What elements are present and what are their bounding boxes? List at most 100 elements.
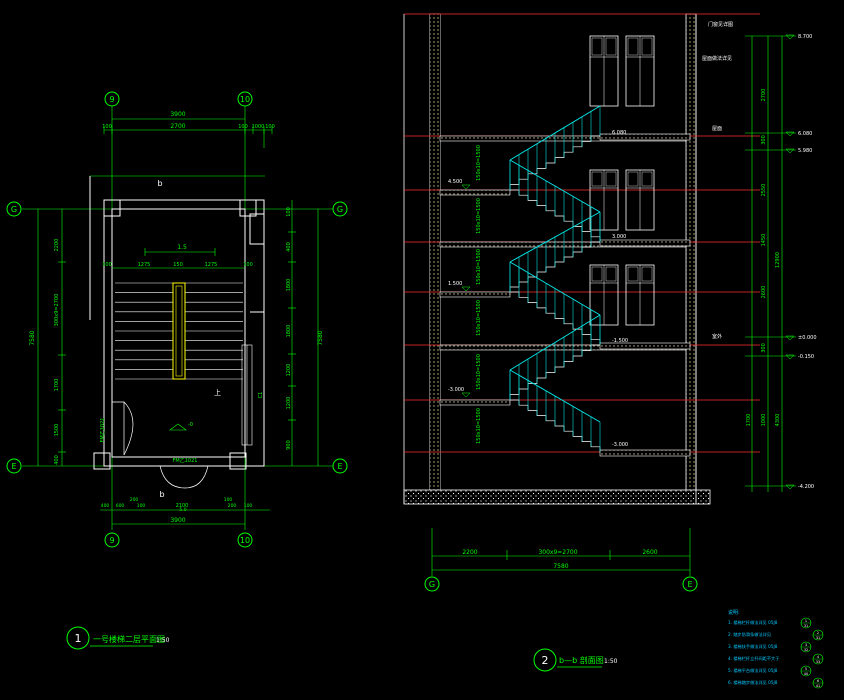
axis-label: 10 (240, 536, 250, 545)
axis-bubble-10-top: 10 (237, 91, 253, 107)
section-title-text: b—b 剖面图 (559, 655, 604, 665)
stair-handrail-inner (175, 285, 183, 377)
dim-text: 1700 (54, 379, 60, 392)
section-right-elevation-column (751, 36, 783, 492)
axis-bubble-G-right: G (332, 201, 348, 217)
window-pane (605, 37, 617, 56)
axis-bubble-G-section: G (424, 576, 440, 592)
elevation-label-inner: 6.080 (612, 130, 626, 136)
elevation-triangle (461, 184, 471, 190)
flight-height-label: 150x10=1500 (476, 408, 482, 444)
elevation-label-right: -4.200 (798, 484, 814, 490)
notes-heading: 说明: (728, 609, 740, 616)
dim-text: 2600 (642, 549, 657, 556)
window-pane (641, 171, 653, 187)
axis-label: 9 (109, 536, 114, 545)
flight-height-label: 150x10=1500 (476, 198, 482, 234)
plan-title-text: 一号楼梯二层平面图 (93, 634, 165, 644)
elevation-label: -0 (188, 422, 193, 428)
dim-text: 150 (173, 262, 183, 268)
dim-text: 100 (243, 262, 253, 268)
section-title-scale: 1:50 (604, 658, 618, 665)
detail-ref-number: 3 (805, 643, 807, 647)
plan-title-scale: 1:50 (156, 637, 170, 644)
dim-text: 200 (228, 503, 237, 509)
stair-inner-dimensions (112, 248, 245, 269)
section-walls (403, 13, 711, 505)
axis-label: G (11, 205, 17, 214)
landing-slab-right (599, 449, 691, 457)
dim-text: 2600 (761, 286, 767, 299)
landing-slab-right (599, 342, 691, 350)
window-pane (591, 171, 603, 187)
axis-label: E (687, 580, 692, 589)
flight-height-label: 150x10=1500 (476, 249, 482, 285)
dim-text: 12900 (775, 252, 781, 268)
dim-text: 2700 (761, 89, 767, 102)
landing-width-label: 1.5 (177, 244, 187, 251)
detail-ref-number: 1 (805, 619, 807, 623)
dim-text: 100 (286, 207, 292, 217)
dim-text: 5.0 (179, 507, 186, 513)
dim-text: 1200 (286, 397, 292, 410)
landing-slab (439, 399, 511, 406)
dim-text: 1800 (286, 279, 292, 292)
window-label: C1 (258, 392, 264, 399)
dim-text: 1000 (252, 124, 265, 130)
stair-handrail (172, 282, 186, 380)
axis-label: E (11, 462, 16, 471)
stair-treads (115, 282, 243, 380)
axis-label: 9 (109, 95, 114, 104)
plan-left-dimensions (37, 209, 66, 466)
elevation-label-right: 5.980 (798, 148, 812, 154)
section-bottom-dimensions (431, 528, 691, 576)
elevation-label-right: 8.700 (798, 34, 812, 40)
section-stair-flights: 150x10=1500150x10=1500150x10=1500150x10=… (476, 105, 601, 452)
dim-text: 400 (286, 242, 292, 252)
elevation-label-left: 4.500 (448, 179, 462, 185)
dim-text: 400 (101, 503, 110, 509)
axis-label: 10 (240, 95, 250, 104)
dim-text: 200 (130, 497, 139, 503)
section-note-1: 门窗见详图 (708, 21, 733, 28)
window-pane (605, 171, 617, 187)
plan-title-block: 1 一号楼梯二层平面图 1:50 (66, 626, 170, 650)
elevation-label-right: 6.080 (798, 131, 812, 137)
dim-text: 1450 (761, 234, 767, 247)
axis-bubble-E-left: E (6, 458, 22, 474)
dim-text: 2550 (761, 184, 767, 197)
dim-text: 100 (224, 497, 233, 503)
window-pane (641, 37, 653, 56)
note-item: 5. 楼梯平台做法详见 05J8 (728, 667, 778, 674)
elevation-triangle (461, 392, 471, 398)
dim-text: 100 (238, 124, 248, 130)
dim-text: 300 (761, 135, 767, 145)
elevation-label-inner: 3.000 (612, 234, 626, 240)
note-item: 3. 楼梯扶手做法详见 05J8 (728, 643, 778, 650)
elevation-triangle (785, 335, 795, 341)
dim-text: 1700 (746, 414, 752, 427)
dim-text: 4300 (775, 414, 781, 427)
dim-overall-right: 7580 (317, 330, 324, 345)
dim-text: 1200 (286, 364, 292, 377)
window-pane (641, 266, 653, 282)
dim-text: 100 (244, 503, 253, 509)
window-pane (591, 266, 603, 282)
note-item: 1. 楼梯栏杆做法详见 05J8 (728, 619, 778, 626)
up-arrow-label: 上 (214, 388, 221, 397)
elevation-label-left: 1.500 (448, 281, 462, 287)
dim-text: 1275 (205, 262, 218, 268)
dim-text: 300x9=2700 (54, 294, 60, 327)
dim-text: 100 (102, 262, 112, 268)
dim-overall-left: 7580 (29, 330, 36, 345)
section-label-ground: 室外 (712, 333, 722, 340)
dim-text: 100 (102, 124, 112, 130)
section-mark-b: b (157, 179, 162, 188)
landing-slab-right (599, 239, 691, 247)
stair-plan-view: 9 10 3900 100 2700 100 1000 100 b (6, 91, 348, 650)
